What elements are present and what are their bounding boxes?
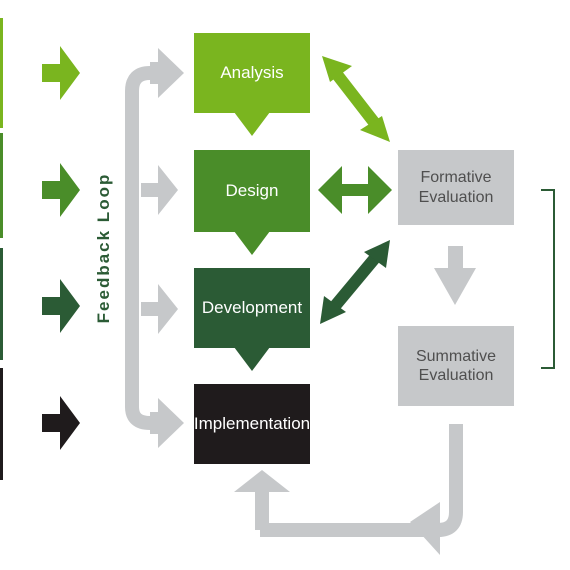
step-development-label: Development [201, 297, 303, 317]
feedback-loop-label: Feedback Loop [94, 172, 113, 324]
return-arrowhead-right [410, 502, 440, 555]
input-arrow-implementation [42, 396, 80, 450]
edge-bar-implementation [0, 368, 3, 480]
step-design-label: Design [225, 180, 279, 200]
edge-bar-analysis [0, 18, 3, 128]
double-arrow-development [320, 240, 390, 324]
input-arrow-analysis [42, 46, 80, 100]
step-implementation: Implementation [194, 384, 310, 464]
formative-evaluation: Formative Evaluation [398, 150, 514, 225]
feedback-arrowhead-analysis [150, 48, 184, 98]
step-design: Design [194, 150, 310, 232]
double-arrow-design [318, 166, 392, 214]
edge-bar-development [0, 248, 3, 360]
return-arrowhead-implementation [234, 470, 290, 530]
step-analysis-label: Analysis [220, 62, 284, 82]
edge-bar-design [0, 133, 3, 238]
arrow-formative-to-summative [434, 246, 476, 305]
step-development: Development [194, 268, 310, 348]
summative-evaluation: Summative Evaluation [398, 326, 514, 406]
formative-evaluation-label: Formative Evaluation [418, 169, 494, 206]
pointer-design [234, 231, 270, 255]
feedback-arrow-design [141, 165, 178, 215]
step-analysis: Analysis [194, 33, 310, 113]
pointer-analysis [234, 112, 270, 136]
feedback-loop-line [125, 66, 176, 430]
input-arrow-development [42, 279, 80, 333]
feedback-arrowhead-implementation [150, 398, 184, 448]
pointer-development [234, 347, 270, 371]
input-arrow-design [42, 163, 80, 217]
feedback-arrow-development [141, 284, 178, 334]
evaluation-bracket [541, 189, 555, 369]
step-implementation-label: Implementation [193, 413, 311, 433]
double-arrow-analysis [322, 56, 390, 142]
summative-evaluation-label: Summative Evaluation [415, 347, 497, 384]
